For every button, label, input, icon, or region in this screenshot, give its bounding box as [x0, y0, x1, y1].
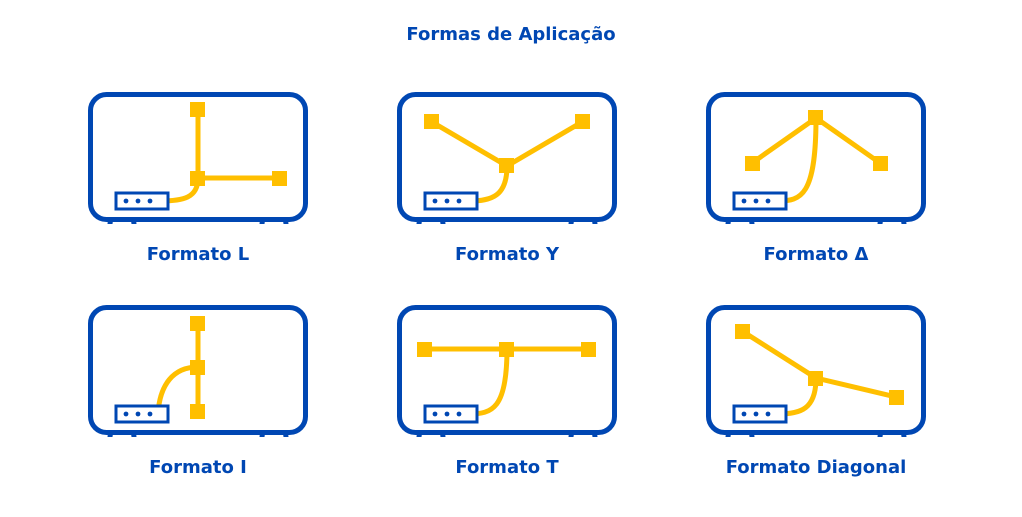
controller-box — [423, 191, 479, 211]
diagram-formato-delta — [706, 92, 926, 225]
figure-formato-l: Formato L — [88, 92, 308, 292]
frame-outline — [397, 92, 617, 222]
diagram-formato-i — [88, 305, 308, 438]
figure-label-formato-diagonal: Formato Diagonal — [725, 457, 907, 478]
diagram-formato-y — [397, 92, 617, 225]
diagram-formato-diagonal — [706, 305, 926, 438]
diagram-formato-l — [88, 92, 308, 225]
controller-box — [423, 404, 479, 424]
connector-nodes — [190, 102, 287, 186]
diagram-formato-t — [397, 305, 617, 438]
connector-nodes — [190, 316, 205, 419]
figure-formato-y: Formato Y — [397, 92, 617, 292]
connector-nodes — [417, 342, 596, 357]
figure-formato-diagonal: Formato Diagonal — [706, 305, 926, 505]
figure-formato-i: Formato I — [88, 305, 308, 505]
frame-outline — [706, 305, 926, 435]
controller-box — [114, 191, 170, 211]
figure-label-formato-i: Formato I — [149, 457, 247, 478]
page-title: Formas de Aplicação — [406, 24, 616, 45]
connector-nodes — [424, 114, 590, 173]
figure-label-formato-delta: Formato Δ — [763, 244, 869, 265]
figure-formato-delta: Formato Δ — [706, 92, 926, 292]
figure-formato-t: Formato T — [397, 305, 617, 505]
figure-label-formato-l: Formato L — [146, 244, 250, 265]
controller-box — [732, 191, 788, 211]
figure-label-formato-t: Formato T — [455, 457, 559, 478]
connector-nodes — [735, 324, 904, 405]
controller-box — [114, 404, 170, 424]
connector-nodes — [745, 110, 888, 171]
controller-box — [732, 404, 788, 424]
figure-label-formato-y: Formato Y — [455, 244, 559, 265]
